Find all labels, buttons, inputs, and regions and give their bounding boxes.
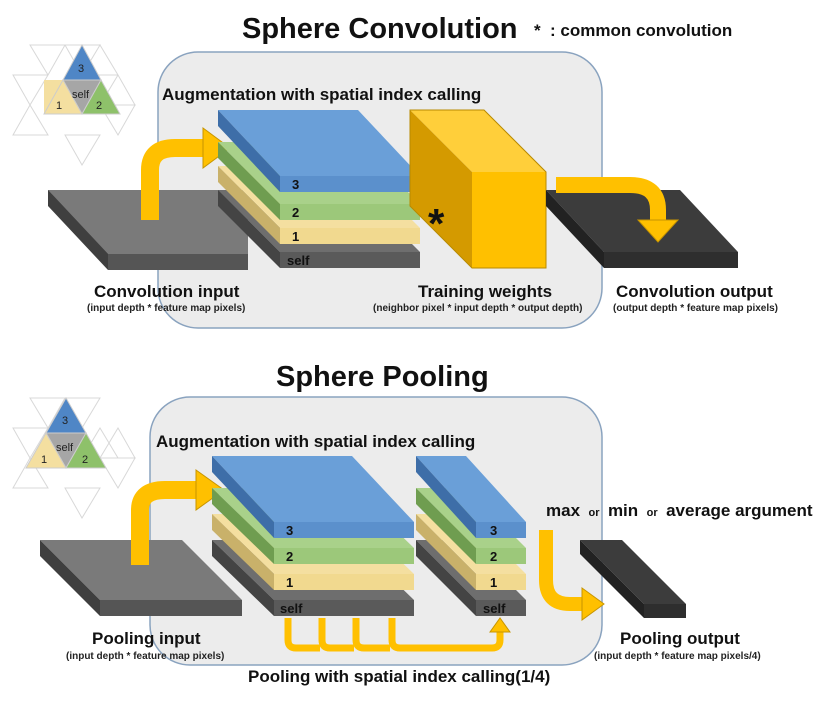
pool-augmentation-label: Augmentation with spatial index calling [156, 432, 475, 451]
pool-small-3-label: 3 [490, 523, 497, 538]
conv-layer-2-label: 2 [292, 205, 299, 220]
pool-output-arrow [539, 530, 584, 611]
pool-small-1-label: 1 [490, 575, 497, 590]
conv-augmentation-label: Augmentation with spatial index calling [162, 85, 481, 104]
pool-title: Sphere Pooling [276, 361, 489, 393]
conv-input-sub: (input depth * feature map pixels) [87, 303, 245, 314]
pool-tri-2 [65, 431, 107, 469]
conv-weights-label: Training weights [418, 282, 552, 301]
pool-output-slab [580, 540, 686, 618]
pool-index-arrowhead [489, 617, 511, 633]
pool-output-sub: (input depth * feature map pixels/4) [594, 651, 761, 662]
pool-input-arrow [131, 481, 198, 565]
conv-title: Sphere Convolution [242, 13, 518, 45]
pool-output-label: Pooling output [620, 629, 740, 648]
pool-layer-3-label: 3 [286, 523, 293, 538]
pool-small-stack: self 1 2 3 [416, 456, 526, 616]
conv-note-text: : common convolution [550, 21, 732, 40]
svg-text:2: 2 [82, 454, 88, 466]
pool-small-2-label: 2 [490, 549, 497, 564]
conv-note-star: * [534, 21, 541, 40]
conv-output-label: Convolution output [616, 282, 773, 301]
pool-input-slab [40, 540, 242, 616]
conv-tri-2 [81, 78, 121, 115]
pool-small-self-label: self [483, 601, 506, 616]
pool-layer-2-label: 2 [286, 549, 293, 564]
svg-text:1: 1 [56, 100, 62, 112]
conv-input-label: Convolution input [94, 282, 240, 301]
conv-input-slab [48, 190, 268, 270]
svg-text:self: self [72, 89, 90, 101]
pool-triangle-grid: 3 self 1 2 [12, 396, 136, 519]
pool-layer-stack: self 1 2 3 [212, 456, 414, 616]
conv-weights-sub: (neighbor pixel * input depth * output d… [373, 303, 582, 314]
svg-text:self: self [56, 442, 74, 454]
conv-output-sub: (output depth * feature map pixels) [613, 303, 778, 314]
pooling-section: Sphere Pooling 3 self 1 2 Augmentation w… [12, 361, 813, 686]
conv-star: * [428, 200, 445, 247]
conv-layer-1-label: 1 [292, 229, 299, 244]
pool-op-label: max or min or average argument [546, 501, 813, 520]
convolution-section: Sphere Convolution * : common convolutio… [12, 13, 778, 329]
pool-index-arrows [284, 618, 504, 652]
conv-output-arrow [556, 177, 666, 222]
pool-tri-1 [25, 431, 67, 469]
pool-layer-1-label: 1 [286, 575, 293, 590]
conv-layer-stack: self 1 2 3 [218, 110, 420, 268]
svg-text:3: 3 [78, 63, 84, 75]
pool-layer-self-label: self [280, 601, 303, 616]
pool-index-label: Pooling with spatial index calling(1/4) [248, 667, 550, 686]
pool-input-sub: (input depth * feature map pixels) [66, 651, 224, 662]
svg-text:3: 3 [62, 415, 68, 427]
conv-layer-self-label: self [287, 253, 310, 268]
pool-input-label: Pooling input [92, 629, 201, 648]
conv-weights-cube: * [409, 109, 547, 269]
conv-triangle-grid: 3 self 1 2 [12, 43, 136, 166]
svg-text:2: 2 [96, 100, 102, 112]
svg-text:1: 1 [41, 454, 47, 466]
conv-input-arrow [141, 139, 205, 220]
conv-layer-3-label: 3 [292, 177, 299, 192]
